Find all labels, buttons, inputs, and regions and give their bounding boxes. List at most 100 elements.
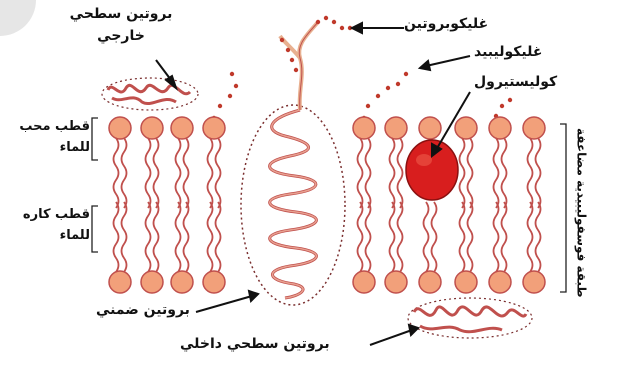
tail-right-bottom-0-a (358, 202, 363, 272)
hydrophobic-pole-label: قطب كاره للماء (6, 208, 90, 244)
head-left-top-1 (141, 117, 163, 139)
sugar-left-3 (234, 84, 238, 88)
hydrophobic-pole-label-line2: للماء (6, 229, 90, 244)
arrow-inner-protein-head (409, 325, 418, 335)
tail-right-bottom-4-b (502, 202, 507, 272)
tail-right-bottom-5-b (536, 202, 541, 272)
sugar-right-2 (508, 98, 512, 102)
head-right-bottom-1 (385, 271, 407, 293)
tail-right-top-0-b (366, 138, 371, 208)
hydrophilic-pole-label-line1: قطب محب (6, 120, 90, 135)
hydrophilic-bracket (92, 118, 98, 160)
head-right-top-5 (523, 117, 545, 139)
arrow-integral-protein (196, 296, 252, 312)
sugar-glycolipid-5 (404, 72, 408, 76)
tail-right-top-0-a (358, 138, 363, 208)
glycolipid-label: غليكوليبيد (474, 44, 542, 60)
tail-right-bottom-2-b (432, 202, 437, 272)
arrow-integral-protein-head (249, 291, 258, 301)
phospholipid-bilayer-label-line2: مضاعفة (574, 128, 588, 176)
outer-surface-protein-label-line2: خارجي (56, 28, 186, 44)
tail-left-top-2-a (176, 138, 181, 208)
arrow-glycolipid-head (420, 61, 430, 70)
tail-right-top-1-b (398, 138, 403, 208)
tail-right-bottom-5-a (528, 202, 533, 272)
phospholipid-heads (109, 117, 545, 293)
sugar-left-4 (230, 72, 234, 76)
head-right-bottom-4 (489, 271, 511, 293)
tail-right-bottom-4-a (494, 202, 499, 272)
tail-right-bottom-1-a (390, 202, 395, 272)
sugar-glycoprotein-left-0 (280, 38, 284, 42)
sugar-glycoprotein-0 (316, 20, 320, 24)
glycoprotein-stalk (280, 22, 318, 110)
tail-left-top-3-b (216, 138, 221, 208)
hydrophobic-pole-label-line1: قطب كاره (6, 208, 90, 223)
head-left-top-2 (171, 117, 193, 139)
hydrophilic-pole-label-line2: للماء (6, 141, 90, 156)
bilayer-bracket (560, 124, 566, 292)
integral-protein-label: بروتين ضمني (96, 302, 190, 318)
head-right-top-1 (385, 117, 407, 139)
head-right-top-2 (419, 117, 441, 139)
head-right-top-4 (489, 117, 511, 139)
head-right-top-0 (353, 117, 375, 139)
cholesterol-label: كوليستيرول (474, 74, 557, 90)
sugar-left-2 (228, 94, 232, 98)
sugar-glycolipid-1 (366, 104, 370, 108)
tail-left-bottom-0-a (114, 202, 119, 272)
tail-left-top-1-b (154, 138, 159, 208)
hydrophobic-bracket (92, 206, 98, 252)
tail-right-top-3-b (468, 138, 473, 208)
sugar-glycoprotein-2 (332, 20, 336, 24)
tail-left-bottom-0-b (122, 202, 127, 272)
tail-right-top-5-b (536, 138, 541, 208)
head-left-bottom-2 (171, 271, 193, 293)
tail-right-bottom-3-b (468, 202, 473, 272)
hydrophilic-pole-label: قطب محب للماء (6, 120, 90, 156)
phospholipid-tails (114, 138, 541, 272)
head-right-bottom-5 (523, 271, 545, 293)
outer-surface-protein-label: بروتين سطحي خارجي (56, 6, 186, 44)
cholesterol-highlight (416, 154, 432, 166)
tail-left-bottom-3-b (216, 202, 221, 272)
tail-left-bottom-3-a (208, 202, 213, 272)
sugar-glycoprotein-3 (340, 26, 344, 30)
sugar-glycoprotein-left-3 (294, 68, 298, 72)
sugar-glycoprotein-left-2 (290, 58, 294, 62)
head-right-bottom-3 (455, 271, 477, 293)
sugar-left-1 (218, 104, 222, 108)
tail-left-top-0-a (114, 138, 119, 208)
sugar-glycolipid-3 (386, 86, 390, 90)
tail-right-bottom-0-b (366, 202, 371, 272)
tail-left-bottom-2-b (184, 202, 189, 272)
head-left-bottom-1 (141, 271, 163, 293)
head-right-bottom-0 (353, 271, 375, 293)
tail-left-top-1-a (146, 138, 151, 208)
tail-right-top-5-a (528, 138, 533, 208)
tail-right-bottom-2-a (424, 202, 429, 272)
tail-right-top-3-a (460, 138, 465, 208)
head-left-bottom-3 (203, 271, 225, 293)
head-left-bottom-0 (109, 271, 131, 293)
sugar-glycolipid-4 (396, 82, 400, 86)
phospholipid-bilayer-label-line1: طبقة فوسفوليبيدية (574, 180, 588, 298)
phospholipid-bilayer-label: طبقة فوسفوليبيدية مضاعفة (574, 128, 588, 298)
tail-right-top-4-b (502, 138, 507, 208)
tail-right-bottom-1-b (398, 202, 403, 272)
integral-protein-outline (241, 105, 345, 305)
outer-surface-protein (108, 85, 190, 103)
sugar-glycoprotein-1 (324, 16, 328, 20)
arrow-glycoprotein-head (352, 23, 362, 33)
tail-left-top-0-b (122, 138, 127, 208)
sugar-right-1 (500, 104, 504, 108)
head-right-bottom-2 (419, 271, 441, 293)
tail-left-top-2-b (184, 138, 189, 208)
tail-right-top-1-a (390, 138, 395, 208)
integral-protein-chain-inner (270, 110, 317, 298)
tail-left-bottom-2-a (176, 202, 181, 272)
head-right-top-3 (455, 117, 477, 139)
tail-right-bottom-3-a (460, 202, 465, 272)
inner-surface-protein (414, 307, 526, 332)
